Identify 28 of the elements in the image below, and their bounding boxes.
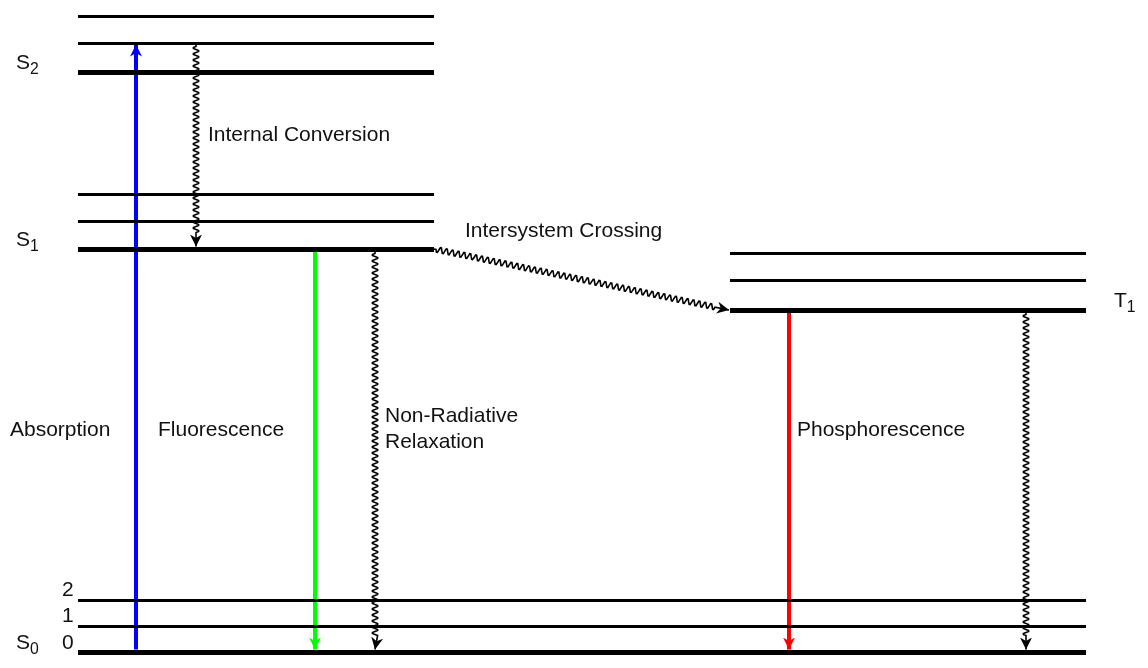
level-label: 1	[62, 603, 74, 626]
edge-label: Non-Radiative Relaxation	[385, 402, 520, 454]
wavy-arrow	[1020, 311, 1032, 651]
arrow	[130, 44, 142, 650]
level-line	[78, 598, 1086, 602]
level-line	[78, 192, 434, 196]
arrow	[783, 312, 795, 650]
level-label: T$_{1}$	[1114, 288, 1136, 317]
level-label: 0	[62, 630, 74, 653]
level-line	[730, 251, 1086, 255]
level-label: S$_{1}$	[16, 227, 39, 256]
level-label: 2	[62, 577, 74, 600]
wavy-arrow	[371, 250, 384, 651]
edge-label: Absorption	[10, 416, 111, 442]
level-label: S$_{0}$	[16, 630, 39, 659]
wavy-arrow	[190, 43, 202, 248]
level-line	[730, 278, 1086, 282]
edge-label: Fluorescence	[158, 416, 285, 442]
arrow	[309, 251, 321, 650]
edge-label: Phosphorescence	[797, 416, 966, 442]
edge-label: Intersystem Crossing	[465, 217, 663, 243]
edge-label: Internal Conversion	[208, 121, 391, 147]
level-line	[78, 624, 1086, 628]
level-label: S$_{2}$	[16, 50, 39, 79]
level-line	[78, 41, 434, 45]
wavy-arrow	[433, 246, 730, 314]
level-line	[78, 14, 434, 18]
level-line	[78, 219, 434, 223]
